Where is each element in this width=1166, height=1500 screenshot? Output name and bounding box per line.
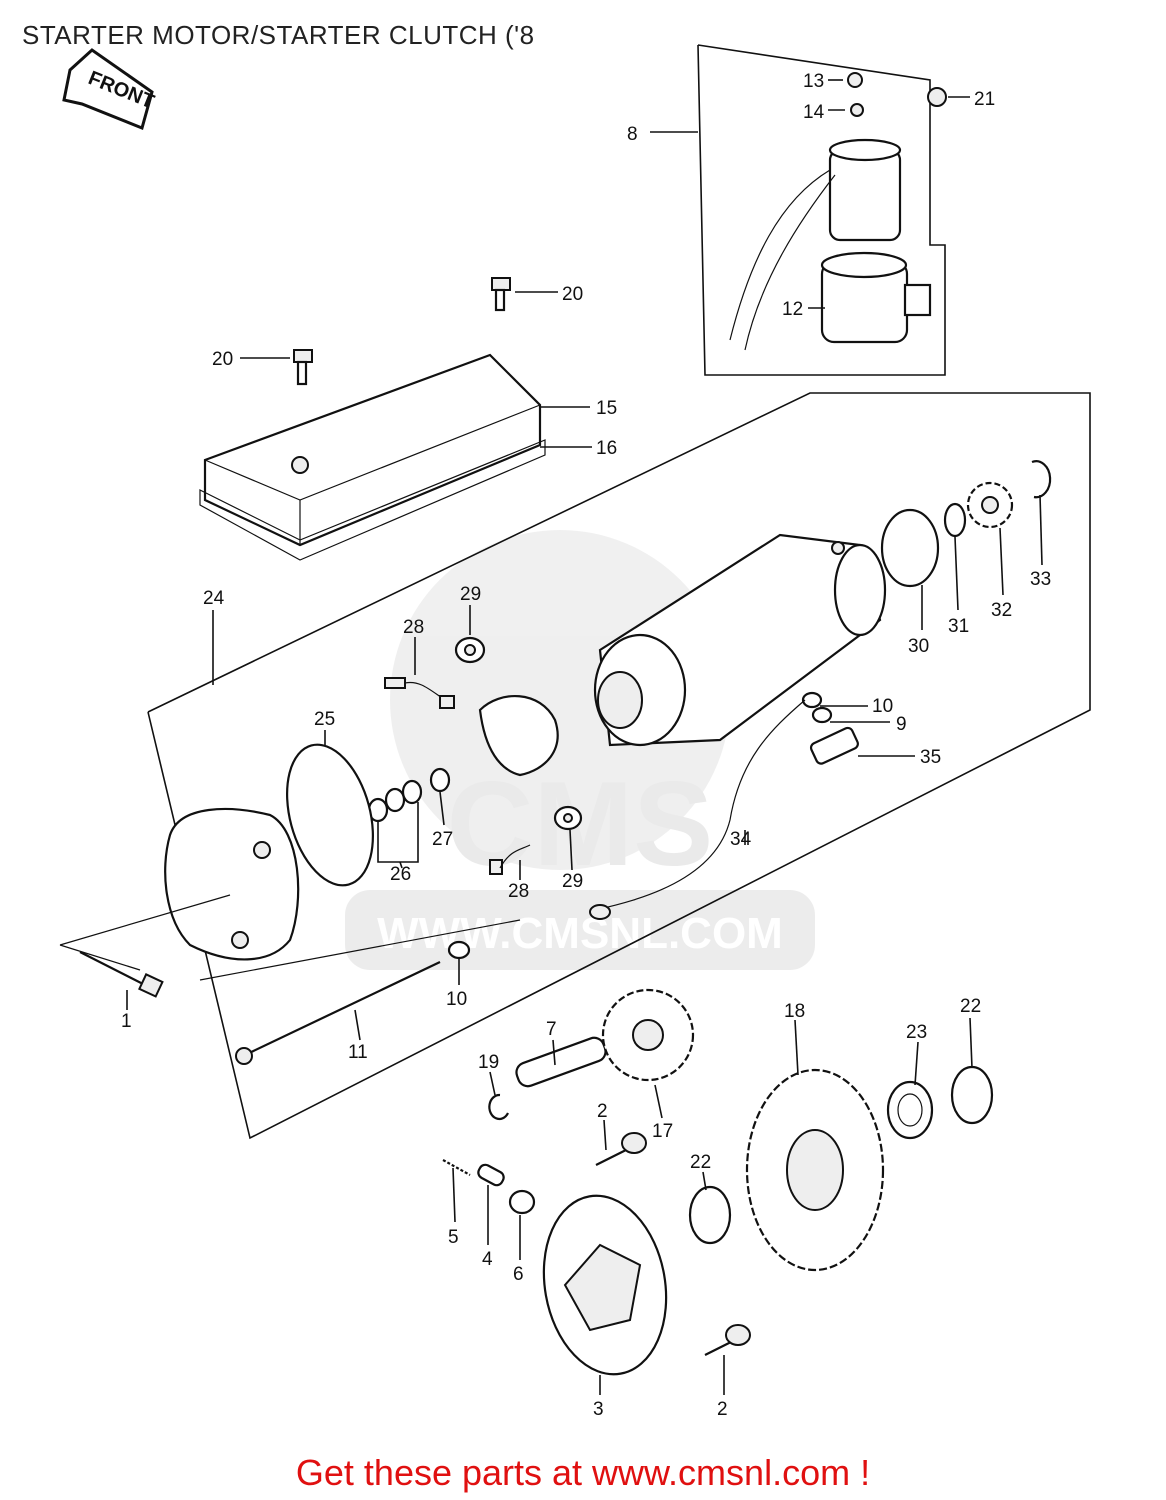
- callout-23: 23: [906, 1022, 927, 1043]
- callout-31: 31: [948, 616, 969, 637]
- cover-gasket: [199, 439, 546, 561]
- circlip-19: [488, 1093, 509, 1121]
- callout-33: 33: [1030, 569, 1051, 590]
- callout-28-upper: 28: [403, 617, 424, 638]
- washer-22-right: [950, 1065, 994, 1125]
- callout-24: 24: [203, 588, 225, 609]
- callout-32: 32: [991, 600, 1012, 621]
- brush-28-upper: [384, 677, 455, 709]
- relay-box-frame: [697, 44, 946, 376]
- screw-1: [79, 951, 164, 998]
- watermark-url: WWW.CMSNL.COM: [377, 909, 783, 958]
- o-ring-30: [880, 508, 940, 588]
- callout-20-upper: 20: [562, 284, 583, 305]
- callout-5: 5: [448, 1227, 459, 1248]
- spring-5: [442, 1159, 471, 1176]
- callout-26: 26: [390, 864, 411, 885]
- callout-labels: 13 14 21 8 20 12 20 15 16 24 29 28 30 31…: [121, 71, 1051, 1420]
- callout-9: 9: [896, 714, 907, 735]
- clip-33: [1031, 460, 1052, 499]
- starter-clutch-3: [542, 1194, 668, 1376]
- brush-28-lower: [489, 844, 531, 875]
- cta-link[interactable]: www.cmsnl.com: [592, 1452, 851, 1493]
- callout-16: 16: [596, 438, 617, 459]
- lead-wire-34: [594, 699, 806, 911]
- nut-9: [811, 706, 833, 724]
- callout-21: 21: [974, 89, 995, 110]
- callout-25: 25: [314, 709, 335, 730]
- callout-27: 27: [432, 829, 453, 850]
- cta-footer: Get these parts at www.cmsnl.com !: [0, 1452, 1166, 1494]
- pinion-gear-32: [966, 481, 1014, 529]
- starter-motor: [593, 533, 887, 747]
- brush-holder-29-lower: [553, 805, 583, 831]
- callout-22-right: 22: [960, 996, 981, 1017]
- cta-prefix: Get these parts at: [295, 1452, 593, 1493]
- callout-1: 1: [121, 1011, 132, 1032]
- callout-19: 19: [478, 1052, 499, 1073]
- washer-26c: [401, 779, 423, 805]
- nut-10-lower: [447, 940, 471, 960]
- callout-29-lower: 29: [562, 871, 583, 892]
- callout-10-lower: 10: [446, 989, 467, 1010]
- callout-35: 35: [920, 747, 941, 768]
- callout-7: 7: [546, 1019, 557, 1040]
- nut-10-upper: [801, 691, 823, 709]
- circlip-31: [943, 502, 967, 538]
- callout-8: 8: [627, 124, 638, 145]
- cta-suffix: !: [850, 1452, 871, 1493]
- callout-13: 13: [803, 71, 824, 92]
- terminal-35: [809, 726, 859, 765]
- brush-holder-29-upper: [454, 636, 486, 664]
- brush-plate: [478, 694, 559, 777]
- callout-17: 17: [652, 1121, 673, 1142]
- plunger-4: [477, 1163, 505, 1187]
- callout-18: 18: [784, 1001, 805, 1022]
- callout-30: 30: [908, 636, 929, 657]
- callout-2-lower: 2: [717, 1399, 728, 1420]
- lead-terminal: [589, 904, 611, 920]
- callout-12: 12: [782, 299, 803, 320]
- bolt-2-upper: [595, 1132, 647, 1166]
- callout-20-left: 20: [212, 349, 233, 370]
- callout-15: 15: [596, 398, 617, 419]
- motor-assembly-frame: [147, 392, 1091, 1140]
- callout-29-upper: 29: [460, 584, 481, 605]
- starter-gear-18: [745, 1068, 885, 1272]
- leader-lines: [59, 79, 1043, 1395]
- idle-gear-17: [601, 988, 695, 1082]
- callout-2-upper: 2: [597, 1101, 608, 1122]
- callout-28-lower: 28: [508, 881, 529, 902]
- front-arrow-icon: FRONT: [62, 48, 157, 131]
- callout-4: 4: [482, 1249, 493, 1270]
- callout-11: 11: [348, 1042, 368, 1063]
- motor-end-cover: [164, 807, 300, 961]
- starter-cover: [203, 353, 542, 547]
- callout-14: 14: [803, 102, 825, 123]
- parts-diagram: CMS WWW.CMSNL.COM FRONT: [59, 44, 1091, 1420]
- washer-27: [429, 767, 451, 793]
- shaft-7: [515, 1036, 607, 1088]
- needle-bearing-23: [886, 1080, 934, 1140]
- long-bolt-11: [235, 961, 441, 1065]
- callout-10-upper: 10: [872, 696, 893, 717]
- washer-26b: [384, 787, 406, 813]
- starter-relay: [729, 72, 947, 351]
- washer-22-left: [688, 1185, 732, 1245]
- bolt-2-lower: [704, 1324, 751, 1356]
- callout-3: 3: [593, 1399, 604, 1420]
- relay-rubber-cover: [820, 251, 932, 344]
- callout-22-left: 22: [690, 1152, 711, 1173]
- bolt-20-upper: [491, 277, 511, 312]
- page-title: STARTER MOTOR/STARTER CLUTCH ('8: [22, 20, 535, 50]
- bolt-20-left: [293, 349, 313, 386]
- roller-6: [508, 1189, 536, 1215]
- callout-34: 34: [730, 829, 752, 850]
- o-ring-25: [286, 743, 374, 887]
- callout-6: 6: [513, 1264, 524, 1285]
